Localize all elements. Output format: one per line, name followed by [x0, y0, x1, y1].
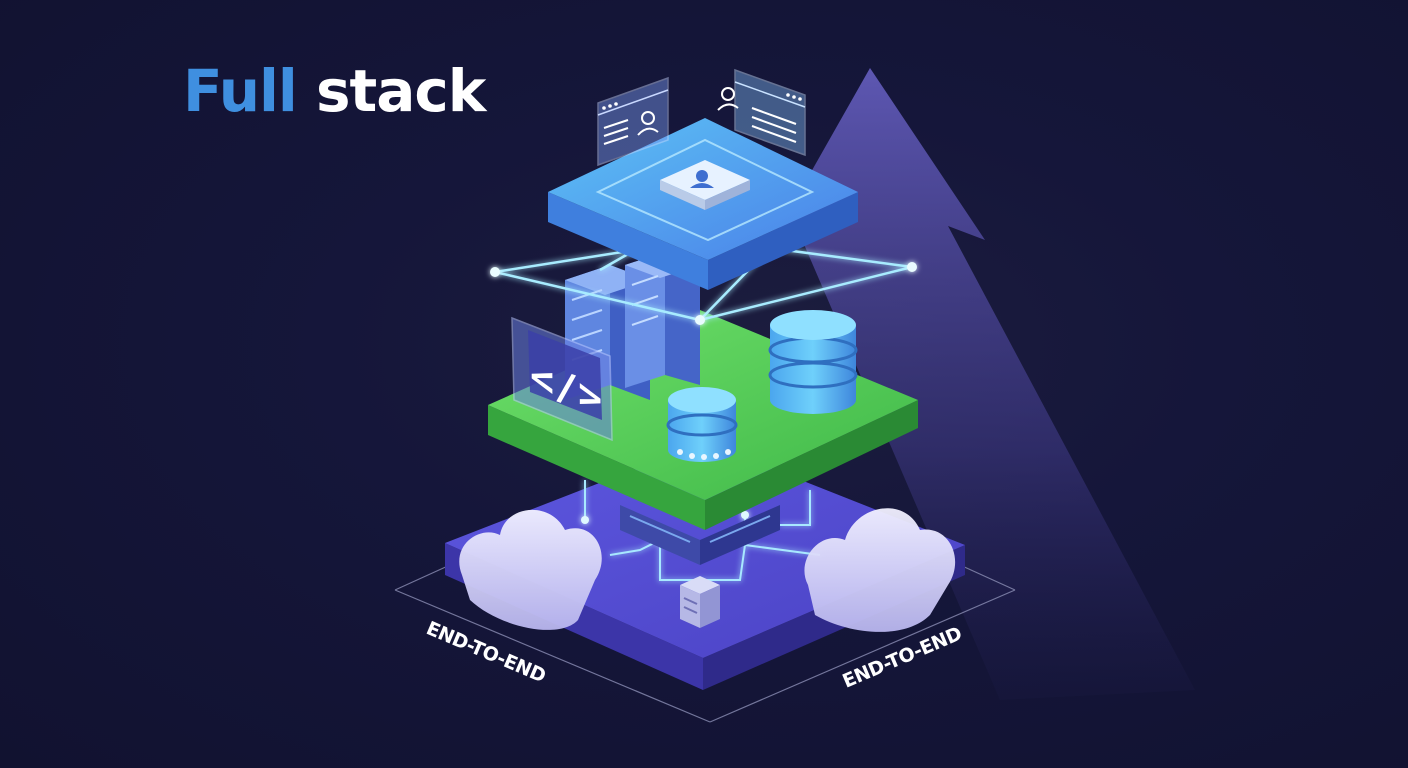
title-word-full: Full — [183, 57, 298, 125]
browser-profile-icon — [717, 68, 806, 157]
title-word-stack: stack — [316, 57, 486, 125]
database-icon — [768, 310, 858, 414]
arrow-up-icon — [760, 68, 1195, 700]
cloud-icon — [804, 508, 956, 632]
floor-outline — [394, 564, 1016, 723]
browser-profile-icon — [597, 76, 669, 167]
server-rack-icon — [625, 252, 700, 388]
cloud-icon — [459, 509, 602, 630]
database-icon — [666, 387, 738, 462]
server-rack-icon — [680, 576, 720, 628]
page-title: Full stack — [183, 56, 486, 126]
user-card-icon — [660, 160, 750, 210]
server-rack-icon — [620, 505, 780, 565]
network-lines — [494, 246, 913, 322]
code-window-icon: </> — [511, 316, 613, 442]
